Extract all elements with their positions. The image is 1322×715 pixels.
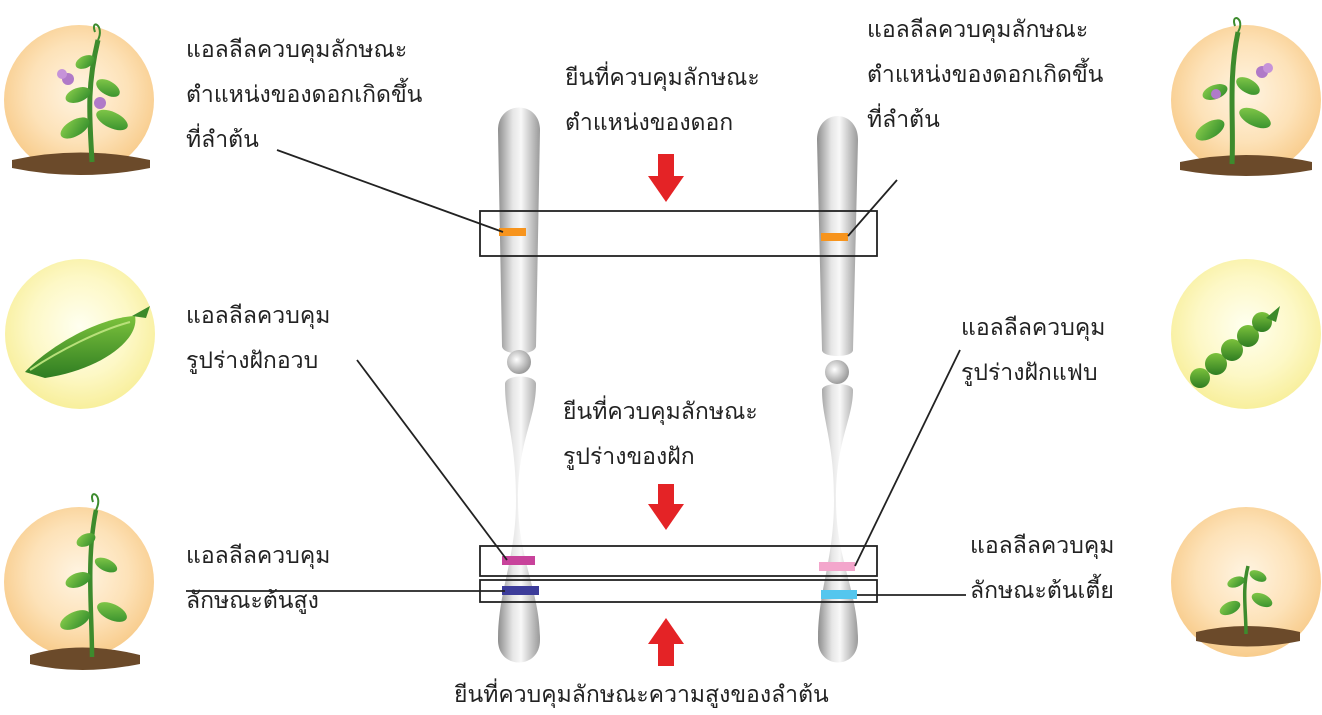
short-pea-plant-icon (1171, 507, 1321, 657)
label-line: ลักษณะต้นสูง (186, 588, 319, 614)
pod-locus-box (479, 545, 878, 577)
label-line: แอลลีลควบคุม (186, 543, 331, 569)
height-locus-box (479, 579, 878, 603)
flowering-pea-plant-icon (1171, 17, 1321, 176)
label-line: แอลลีลควบคุม (970, 533, 1115, 559)
label-line: ยีนที่ควบคุมลักษณะ (565, 65, 760, 91)
right-flower-allele-label: แอลลีลควบคุมลักษณะ ตำแหน่งของดอกเกิดขึ้น… (867, 8, 1103, 143)
label-line: ตำแหน่งของดอก (565, 110, 734, 136)
label-line: ตำแหน่งของดอกเกิดขึ้น (867, 62, 1104, 88)
right-height-allele-label: แอลลีลควบคุม ลักษณะต้นเตี้ย (970, 524, 1114, 614)
leader-line (356, 359, 508, 561)
height-allele-band-right (821, 590, 857, 599)
left-pod-allele-label: แอลลีลควบคุม รูปร่างฝักอวบ (186, 294, 330, 384)
label-line: แอลลีลควบคุมลักษณะ (867, 17, 1089, 43)
arrow-down-icon (648, 484, 684, 530)
label-line: ยีนที่ควบคุมลักษณะ (563, 399, 758, 425)
flower-allele-band-left (499, 228, 526, 236)
left-flower-allele-label: แอลลีลควบคุมลักษณะ ตำแหน่งของดอกเกิดขึ้น… (186, 28, 422, 163)
left-height-allele-label: แอลลีลควบคุม ลักษณะต้นสูง (186, 534, 330, 624)
leader-line (847, 179, 898, 237)
flower-gene-label: ยีนที่ควบคุมลักษณะ ตำแหน่งของดอก (565, 56, 760, 146)
label-line: ที่ลำต้น (867, 107, 940, 133)
label-line: รูปร่างฝักอวบ (186, 348, 319, 374)
label-line: รูปร่างฝักแฟบ (961, 360, 1098, 386)
label-line: แอลลีลควบคุมลักษณะ (186, 37, 408, 63)
label-line: แอลลีลควบคุม (186, 303, 331, 329)
label-line: ที่ลำต้น (186, 127, 259, 153)
flower-locus-box (479, 210, 878, 257)
pod-gene-label: ยีนที่ควบคุมลักษณะ รูปร่างของฝัก (563, 390, 758, 480)
label-line: แอลลีลควบคุม (961, 315, 1106, 341)
right-pod-allele-label: แอลลีลควบคุม รูปร่างฝักแฟบ (961, 306, 1105, 396)
flowering-pea-plant-icon (4, 23, 154, 175)
leader-line (276, 149, 504, 233)
height-gene-label: ยีนที่ควบคุมลักษณะความสูงของลำต้น (454, 673, 829, 715)
label-line: ลักษณะต้นเตี้ย (970, 578, 1114, 604)
label-line: ยีนที่ควบคุมลักษณะความสูงของลำต้น (454, 682, 829, 708)
flower-allele-band-right (821, 233, 848, 241)
arrow-up-icon (648, 618, 684, 666)
plump-pea-pod-icon (5, 259, 155, 409)
pod-allele-band-left (502, 556, 535, 565)
leader-line (854, 349, 961, 567)
tall-pea-plant-icon (4, 493, 154, 670)
label-line: รูปร่างของฝัก (563, 444, 695, 470)
pod-allele-band-right (819, 562, 855, 571)
arrow-down-icon (648, 154, 684, 202)
constricted-pea-pod-icon (1171, 259, 1321, 409)
label-line: ตำแหน่งของดอกเกิดขึ้น (186, 82, 423, 108)
height-allele-band-left (502, 586, 539, 595)
